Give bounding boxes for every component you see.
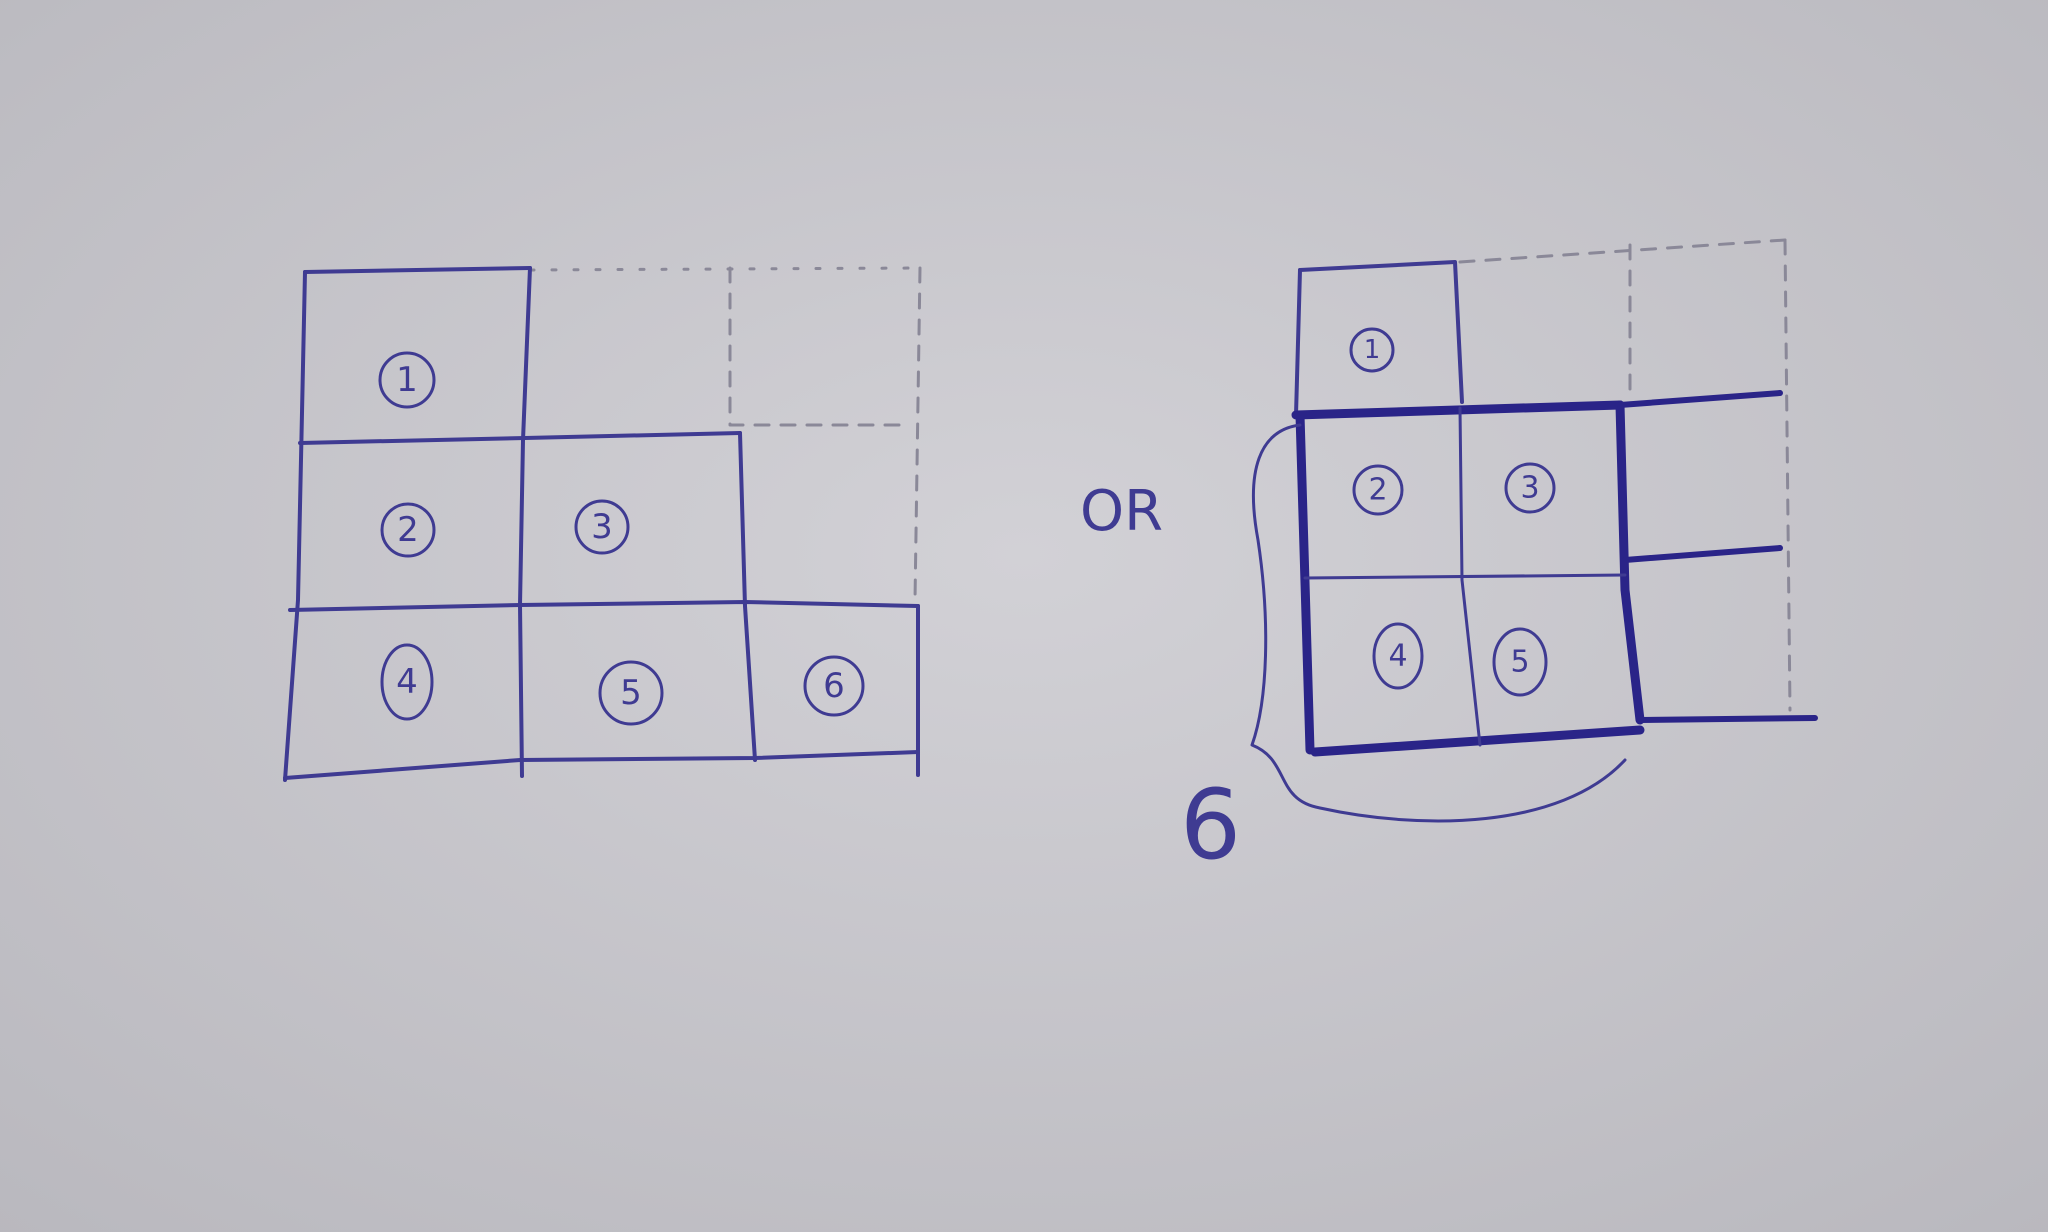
right-cell-1-label: 1: [1364, 335, 1381, 365]
brace-count-label: 6: [1180, 769, 1241, 881]
right-cell-labels: 1 2 3 4 5: [1349, 327, 1556, 697]
right-cell-4-label: 4: [1388, 639, 1407, 674]
left-cell-3: 3: [574, 499, 630, 555]
left-cell-4-label: 4: [396, 662, 418, 702]
left-cell-1-label: 1: [396, 360, 418, 400]
right-cell-2: 2: [1352, 464, 1404, 516]
right-inner-grid: [1303, 406, 1627, 747]
right-cell-3: 3: [1504, 462, 1556, 514]
right-top-cell-outline: [1294, 260, 1464, 417]
left-cell-3-label: 3: [591, 507, 613, 547]
right-dashed-outline: [1458, 238, 1792, 712]
left-cell-1: 1: [378, 351, 436, 409]
right-cell-5-label: 5: [1510, 645, 1529, 680]
left-cell-labels: 1 2 3 4 5 6: [378, 351, 865, 726]
right-square-figure: [1250, 238, 1818, 823]
left-column-1-left: [283, 270, 307, 782]
right-cell-4: 4: [1372, 622, 1424, 690]
left-dashed-box: [728, 266, 922, 602]
left-staircase-figure: [283, 266, 922, 782]
left-column-1-right: [518, 266, 532, 778]
right-brace: [1250, 423, 1627, 823]
right-cell-2-label: 2: [1368, 473, 1387, 508]
left-row-2-top: [298, 431, 742, 445]
right-extension-lines: [1617, 390, 1818, 723]
left-cell-5: 5: [598, 660, 664, 726]
left-cell-6: 6: [803, 655, 865, 717]
left-row-3-top: [288, 600, 920, 612]
or-separator: OR: [1080, 479, 1163, 544]
left-top-edge: [303, 266, 532, 274]
left-cell-6-label: 6: [823, 666, 845, 706]
left-bottom-edge: [283, 750, 920, 780]
right-cell-1: 1: [1349, 327, 1395, 373]
left-cell-2-label: 2: [397, 510, 419, 550]
left-column-3-right: [738, 431, 757, 762]
right-bold-square: [1291, 400, 1645, 757]
right-cell-5: 5: [1492, 627, 1548, 697]
left-dashed-outline: [528, 266, 922, 272]
left-cell-5-label: 5: [620, 673, 642, 713]
right-cell-3-label: 3: [1520, 471, 1539, 506]
left-cell-2: 2: [380, 502, 436, 558]
left-cell-4: 4: [380, 643, 434, 721]
